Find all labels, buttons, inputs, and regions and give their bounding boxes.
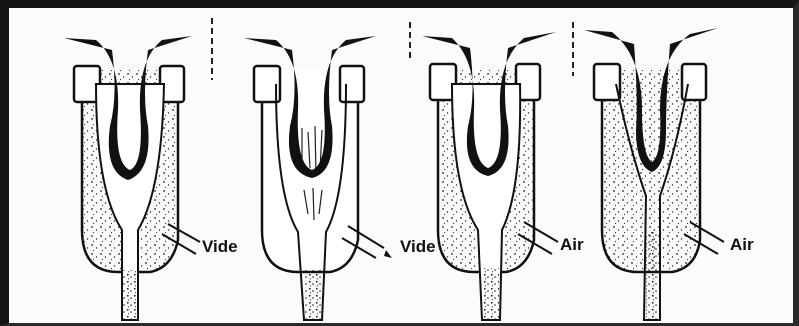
- panel-1: [64, 36, 200, 320]
- label-panel-4: Air: [730, 235, 754, 254]
- label-panel-3: Air: [560, 235, 584, 254]
- panel-3: [422, 32, 558, 320]
- panel-4: [584, 28, 724, 320]
- label-panel-2: Vide: [400, 237, 436, 256]
- panel-2: [244, 36, 392, 320]
- label-panel-1: Vide: [202, 237, 238, 256]
